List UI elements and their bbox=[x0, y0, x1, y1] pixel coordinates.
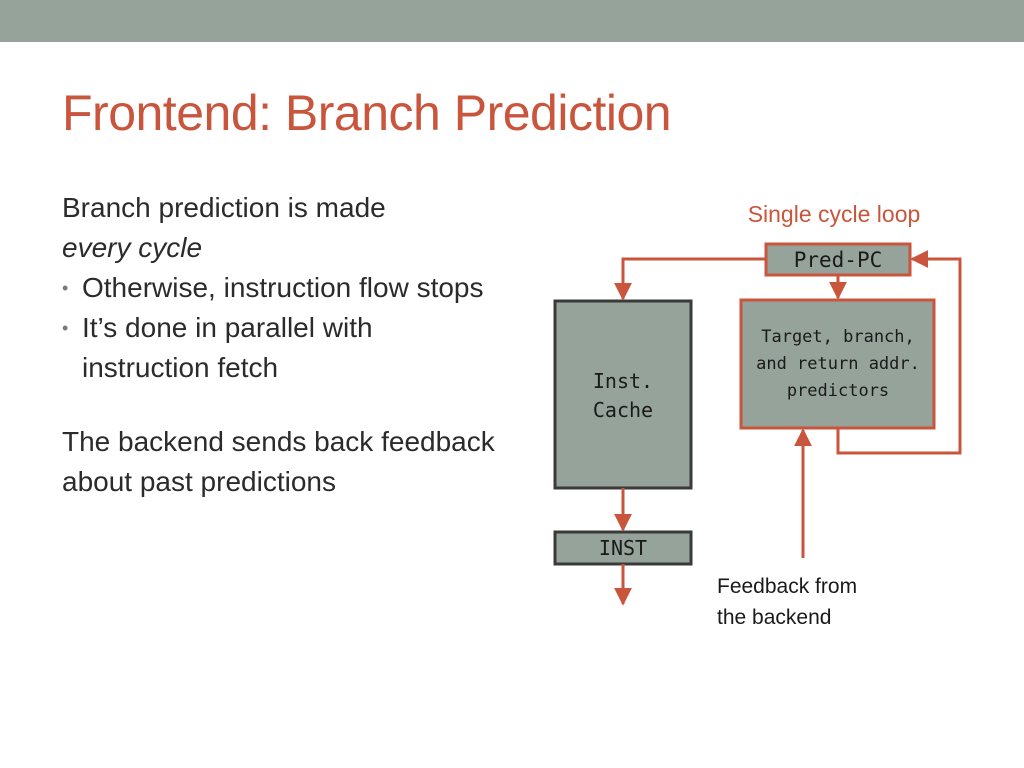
pred-pc-to-cache-arrow bbox=[614, 257, 766, 301]
paragraph-1-text: Branch prediction is made bbox=[62, 192, 386, 223]
body-paragraph-1: Branch prediction is made every cycle bbox=[62, 188, 502, 268]
top-band bbox=[0, 0, 1024, 42]
predictors-box: Target, branch, and return addr. predict… bbox=[739, 298, 936, 430]
predictors-to-pred-pc-loop-arrow bbox=[836, 250, 962, 455]
feedback-label-line: the backend bbox=[717, 606, 831, 629]
cache-line: Inst. bbox=[593, 369, 653, 393]
inst-cache-box: Inst. Cache bbox=[553, 299, 693, 490]
predictors-line: predictors bbox=[787, 381, 889, 401]
pred-pc-label: Pred-PC bbox=[794, 248, 883, 272]
body-text: Branch prediction is made every cycle Ot… bbox=[62, 188, 502, 502]
predictors-line: and return addr. bbox=[756, 354, 920, 374]
bullet-item: Otherwise, instruction flow stops bbox=[62, 268, 502, 308]
loop-label: Single cycle loop bbox=[748, 201, 921, 227]
inst-box: INST bbox=[553, 530, 693, 566]
body-paragraph-2: The backend sends back feedback about pa… bbox=[62, 426, 495, 497]
paragraph-1-emphasis: every cycle bbox=[62, 232, 203, 263]
bullet-item: It’s done in parallel with instruction f… bbox=[62, 308, 502, 388]
feedback-label-line: Feedback from bbox=[717, 575, 857, 598]
cache-line: Cache bbox=[593, 398, 653, 422]
predictors-line: Target, branch, bbox=[761, 327, 915, 347]
pred-pc-box: Pred-PC bbox=[764, 242, 912, 277]
slide-title: Frontend: Branch Prediction bbox=[62, 85, 672, 141]
inst-label: INST bbox=[599, 536, 647, 560]
